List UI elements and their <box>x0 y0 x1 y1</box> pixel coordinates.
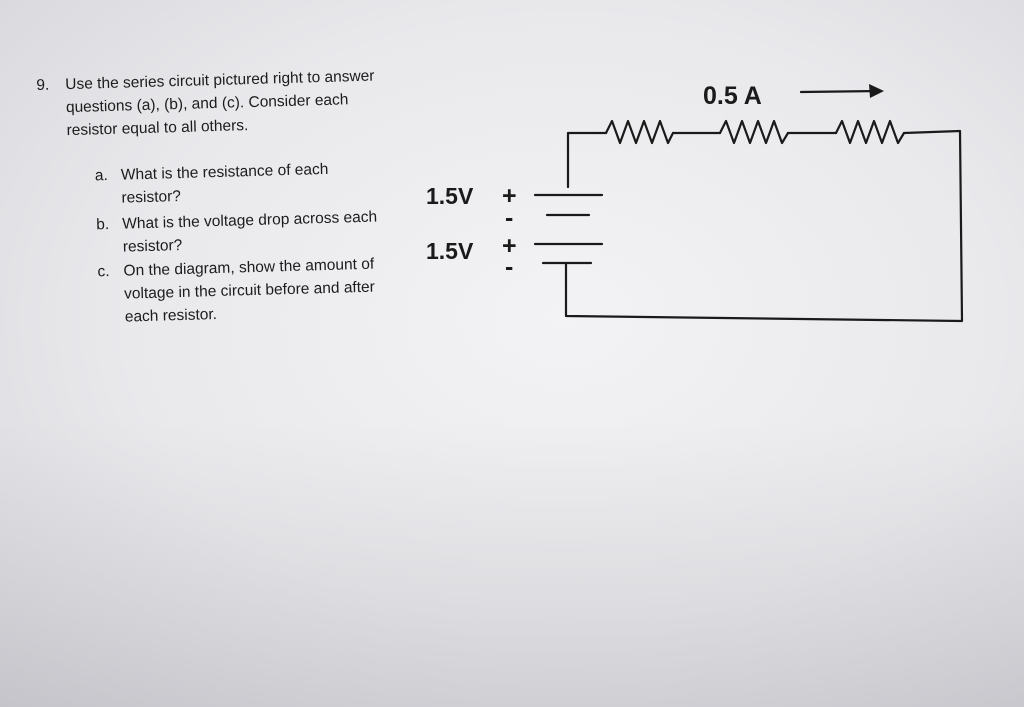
current-arrow-shaft <box>799 89 882 94</box>
battery-bottom-voltage-label: 1.5V <box>426 238 474 264</box>
battery-top-plus-sign: + <box>502 182 517 210</box>
wire-top-left <box>566 131 608 189</box>
current-arrow-icon <box>869 84 884 98</box>
resistor-3 <box>834 119 906 145</box>
battery-top-minus-sign: - <box>505 204 513 232</box>
wire-right-bottom <box>564 129 964 323</box>
paper-shadow <box>0 420 1024 707</box>
resistor-2 <box>718 119 790 145</box>
battery-top-voltage-label: 1.5V <box>426 183 474 209</box>
battery-bottom-minus-sign: - <box>505 253 513 281</box>
battery-bottom-plus-sign: + <box>502 232 517 260</box>
current-label: 0.5 A <box>703 82 762 110</box>
resistor-1 <box>604 119 675 145</box>
